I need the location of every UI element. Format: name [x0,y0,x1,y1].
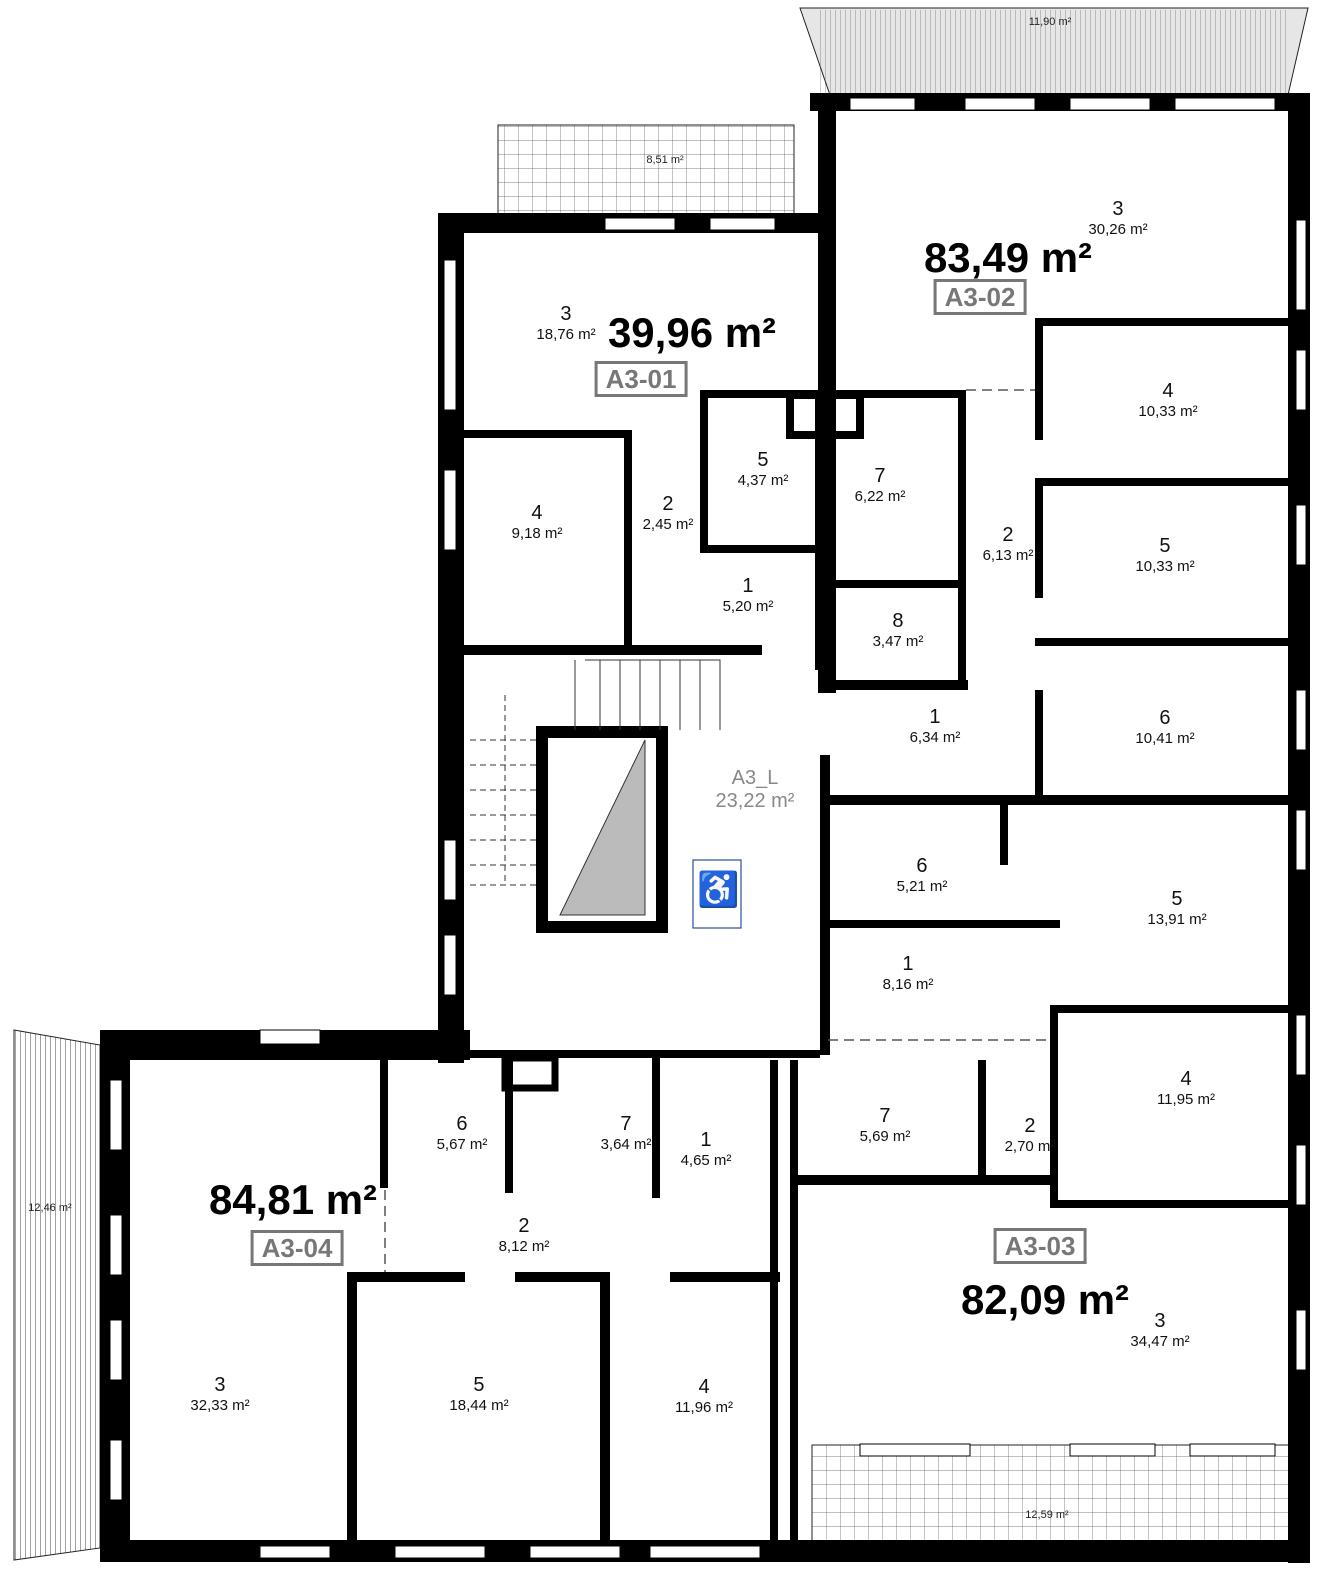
balcony-bottom [811,1444,1309,1556]
wheelchair-icon: ♿ [697,871,740,909]
apartment-total-area: 84,81 m² [208,1176,378,1223]
apartment-code[interactable]: A3-02 [933,279,1027,315]
apartment-total-area: 83,49 m² [923,234,1093,281]
balcony-area-label: 11,90 m² [1028,16,1072,28]
balcony-area-label: 12,46 m² [28,1202,72,1214]
apartment-total-area: 39,96 m² [607,309,777,356]
apartment-code[interactable]: A3-03 [993,1228,1087,1264]
balcony-area-label: 12,59 m² [1025,1509,1069,1521]
balcony-left [13,1029,101,1561]
apartment-code[interactable]: A3-04 [250,1230,344,1266]
apartment-total-area: 82,09 m² [960,1276,1130,1323]
stairs [470,659,721,916]
balcony-area-label: 8,51 m² [646,154,684,166]
accessible-sign-box [692,859,742,929]
apartment-code[interactable]: A3-01 [594,361,688,397]
balcony-top-left [497,124,795,218]
